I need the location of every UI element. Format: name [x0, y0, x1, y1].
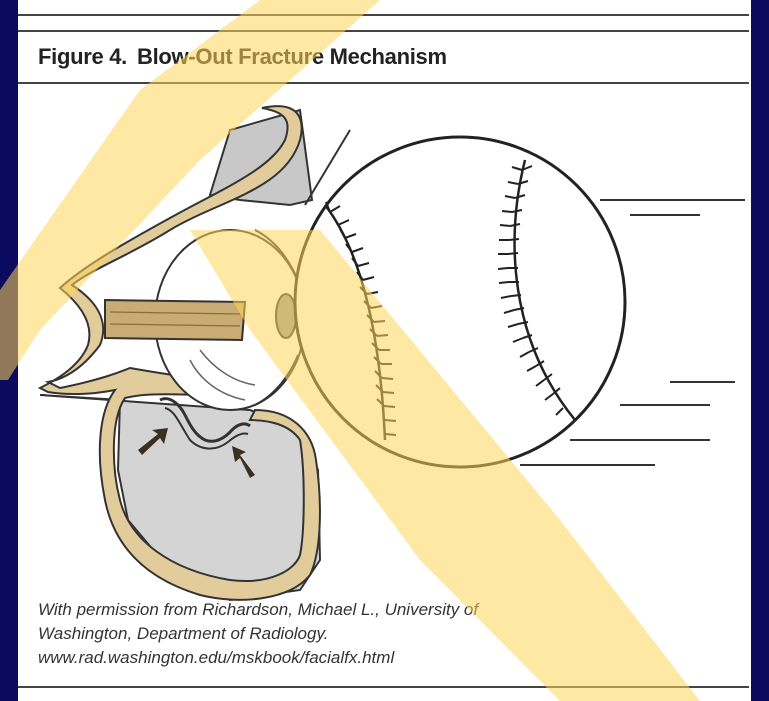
caption-line-2: Washington, Department of Radiology.: [38, 622, 728, 646]
figure-caption: With permission from Richardson, Michael…: [38, 598, 728, 670]
caption-line-1: With permission from Richardson, Michael…: [38, 598, 728, 622]
bottom-rule: [18, 686, 749, 688]
caption-line-3: www.rad.washington.edu/mskbook/facialfx.…: [38, 646, 728, 670]
cornea: [276, 294, 296, 338]
extraocular-muscle: [105, 300, 245, 340]
baseball: [295, 137, 625, 467]
